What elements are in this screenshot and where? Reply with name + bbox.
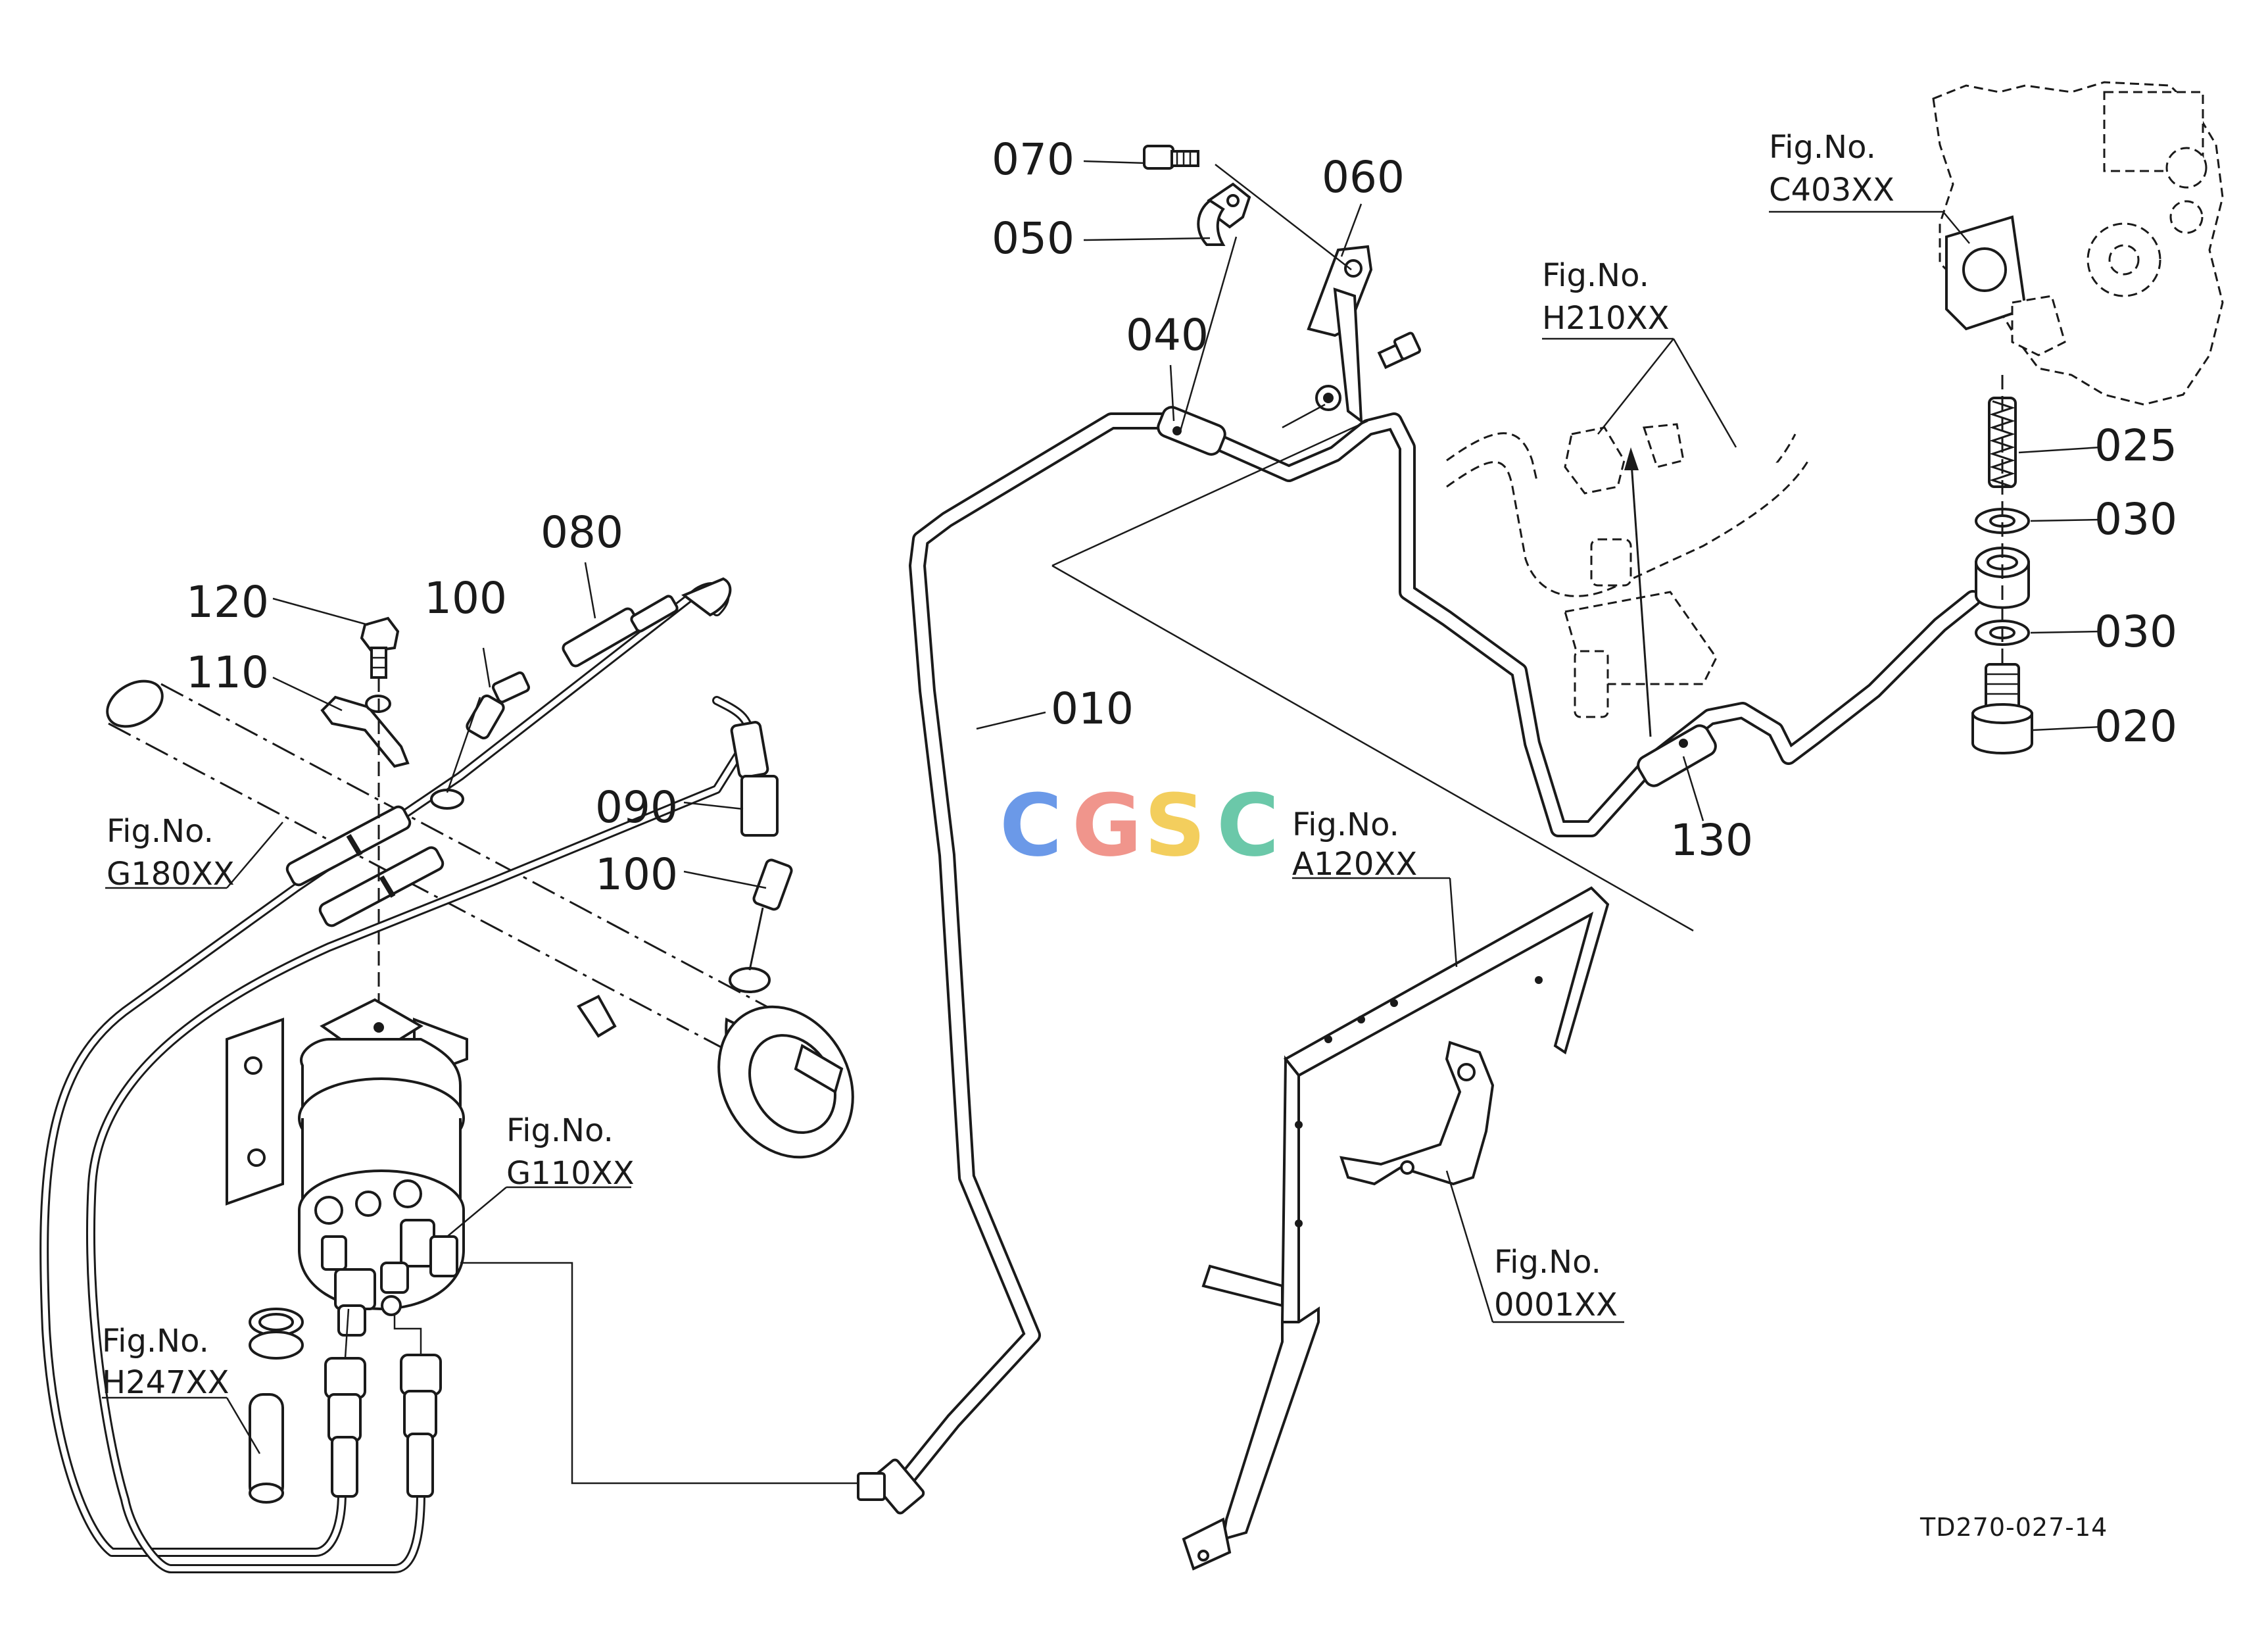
svg-text:0001XX: 0001XX xyxy=(1494,1287,1618,1323)
tube-010 xyxy=(889,412,1981,1498)
svg-text:Fig.No.: Fig.No. xyxy=(1542,257,1649,294)
elbow-100-top xyxy=(466,671,531,740)
figref-g180: Fig.No. G180XX xyxy=(107,813,235,893)
svg-text:H210XX: H210XX xyxy=(1542,300,1669,337)
bolt-070 xyxy=(1143,145,1199,170)
label-030-a: 030 xyxy=(2094,494,2177,545)
svg-text:Fig.No.: Fig.No. xyxy=(107,813,214,850)
svg-text:C: C xyxy=(1217,775,1279,875)
label-050: 050 xyxy=(992,213,1074,264)
label-040: 040 xyxy=(1126,310,1209,360)
figref-c403: Fig.No. C403XX xyxy=(1769,129,1894,209)
label-130: 130 xyxy=(1670,815,1753,866)
hose-group-h210 xyxy=(1446,423,1810,718)
label-060: 060 xyxy=(1322,152,1405,203)
small-bolt xyxy=(1377,332,1422,370)
svg-text:H247XX: H247XX xyxy=(102,1364,229,1401)
svg-text:Fig.No.: Fig.No. xyxy=(1769,129,1876,166)
hose-clamp-h247 xyxy=(249,1308,304,1504)
manifold-c403 xyxy=(1932,81,2224,406)
fitting-090 xyxy=(730,721,779,837)
motor-g110 xyxy=(226,998,468,1337)
svg-text:G110XX: G110XX xyxy=(506,1155,635,1192)
figref-0001: Fig.No. 0001XX xyxy=(1494,1244,1618,1323)
clamp-130 xyxy=(1637,724,1717,787)
figref-h210: Fig.No. H210XX xyxy=(1542,257,1669,337)
clamp-040 xyxy=(1157,406,1226,456)
bracket-060 xyxy=(1307,245,1373,424)
label-100-b: 100 xyxy=(595,849,678,900)
label-020: 020 xyxy=(2094,701,2177,752)
fitting-080 xyxy=(562,577,732,668)
frame-a120 xyxy=(1182,886,1610,1571)
label-010: 010 xyxy=(1051,683,1134,734)
cylinder-g180 xyxy=(106,679,854,1159)
banjo-eye xyxy=(1975,547,2030,609)
drawing-code: TD270-027-14 xyxy=(1919,1513,2108,1542)
svg-text:Fig.No.: Fig.No. xyxy=(1494,1244,1601,1281)
label-110: 110 xyxy=(186,647,269,698)
svg-text:G180XX: G180XX xyxy=(107,856,235,893)
watermark-logo: C G S C xyxy=(1000,775,1279,875)
bolt-120 xyxy=(360,616,400,679)
banjo-bolt-020 xyxy=(1971,663,2033,754)
svg-text:C: C xyxy=(1000,775,1062,875)
svg-text:Fig.No.: Fig.No. xyxy=(506,1112,614,1149)
figref-g110: Fig.No. G110XX xyxy=(506,1112,635,1192)
label-120: 120 xyxy=(186,577,269,627)
label-090: 090 xyxy=(595,782,678,833)
figref-a120: Fig.No. A120XX xyxy=(1292,806,1417,883)
figref-h247: Fig.No. H247XX xyxy=(102,1323,229,1401)
svg-text:C403XX: C403XX xyxy=(1769,172,1894,209)
label-025: 025 xyxy=(2094,420,2177,471)
hose-ends-lower xyxy=(324,1308,442,1498)
tube-end-fitting xyxy=(857,1458,925,1515)
svg-text:Fig.No.: Fig.No. xyxy=(102,1323,209,1360)
svg-text:Fig.No.: Fig.No. xyxy=(1292,806,1399,843)
svg-text:S: S xyxy=(1144,775,1206,875)
elbow-100-lower xyxy=(729,858,793,993)
label-070: 070 xyxy=(992,134,1074,185)
label-080: 080 xyxy=(541,507,623,558)
svg-text:A120XX: A120XX xyxy=(1292,846,1417,883)
clamp-050 xyxy=(1197,182,1251,246)
svg-text:G: G xyxy=(1072,775,1142,875)
label-030-b: 030 xyxy=(2094,606,2177,657)
label-100-a: 100 xyxy=(424,573,507,624)
